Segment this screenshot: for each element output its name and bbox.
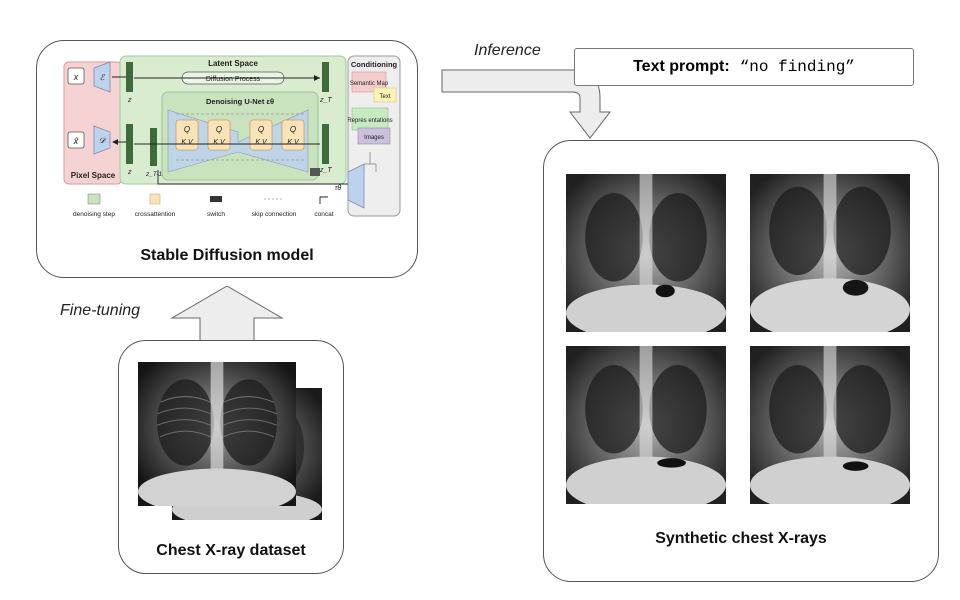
dataset-xray-front <box>138 362 296 506</box>
model-caption: Stable Diffusion model <box>140 247 314 264</box>
synthetic-xray-3 <box>566 346 726 504</box>
svg-text:Q: Q <box>258 125 264 134</box>
legend-skip: skip connection <box>252 198 297 218</box>
svg-text:skip connection: skip connection <box>252 211 297 218</box>
var-x: x <box>73 72 79 82</box>
cond-text: Text <box>379 94 390 100</box>
cond-semantic-map: Semantic Map <box>350 81 389 87</box>
synthetic-xray-4 <box>750 346 910 504</box>
svg-text:Q: Q <box>216 125 222 134</box>
dataset-caption: Chest X-ray dataset <box>156 542 306 559</box>
svg-text:K V: K V <box>181 139 194 146</box>
tau-encoder <box>347 163 365 209</box>
var-x-tilde: x̃ <box>73 136 80 146</box>
legend-crossattention: crossattention <box>135 193 176 218</box>
tau-label: τθ <box>335 185 342 192</box>
text-prompt-box: Text prompt: “no finding” <box>574 48 914 86</box>
z-label-top: z <box>127 97 132 104</box>
decoder-shape <box>93 125 111 155</box>
svg-text:switch: switch <box>207 211 225 218</box>
decoder-label: 𝒟 <box>99 136 107 145</box>
text-prompt-label: Text prompt: <box>633 58 730 75</box>
cond-representations: Repres entations <box>347 118 392 124</box>
synthetic-caption: Synthetic chest X-rays <box>655 530 827 547</box>
legend-concat: concat <box>314 196 334 218</box>
zT-label-top: z_T <box>319 97 332 104</box>
fine-tuning-label: Fine-tuning <box>60 302 141 319</box>
latent-space-label: Latent Space <box>208 59 258 68</box>
svg-text:K V: K V <box>255 139 268 146</box>
inference-label: Inference <box>474 42 541 59</box>
unet-label: Denoising U-Net εθ <box>206 97 274 106</box>
diffusion-process-label: Diffusion Process <box>206 76 261 83</box>
svg-text:K V: K V <box>213 139 226 146</box>
text-prompt-value: “no finding” <box>739 58 855 76</box>
fine-tuning-arrow <box>170 286 284 342</box>
qkv-block-4: Q K V <box>281 119 305 151</box>
svg-text:K V: K V <box>287 139 300 146</box>
zT-label-bottom: z_T <box>319 167 332 174</box>
svg-text:Q: Q <box>184 125 190 134</box>
qkv-block-2: Q K V <box>207 119 231 151</box>
conditioning-label: Conditioning <box>351 60 398 69</box>
pixel-space-label: Pixel Space <box>71 171 116 180</box>
stable-diffusion-diagram: Pixel Space Latent Space Conditioning Se… <box>63 55 401 218</box>
legend-switch: switch <box>207 196 225 218</box>
svg-text:Q: Q <box>290 125 296 134</box>
z-label-bottom: z <box>127 169 132 176</box>
synthetic-xray-2 <box>750 174 910 332</box>
zT1-label: z_T-1 <box>145 171 162 178</box>
qkv-block-1: Q K V <box>175 119 199 151</box>
qkv-block-3: Q K V <box>249 119 273 151</box>
synthetic-xray-1 <box>566 174 726 332</box>
encoder-label: ℰ <box>100 73 106 82</box>
svg-text:concat: concat <box>314 211 333 218</box>
encoder-shape <box>93 61 111 93</box>
unet-shape <box>167 109 309 173</box>
svg-text:denoising step: denoising step <box>73 211 115 218</box>
svg-text:crossattention: crossattention <box>135 211 176 218</box>
cond-images: Images <box>364 135 384 141</box>
legend-denoising: denoising step <box>73 193 115 218</box>
